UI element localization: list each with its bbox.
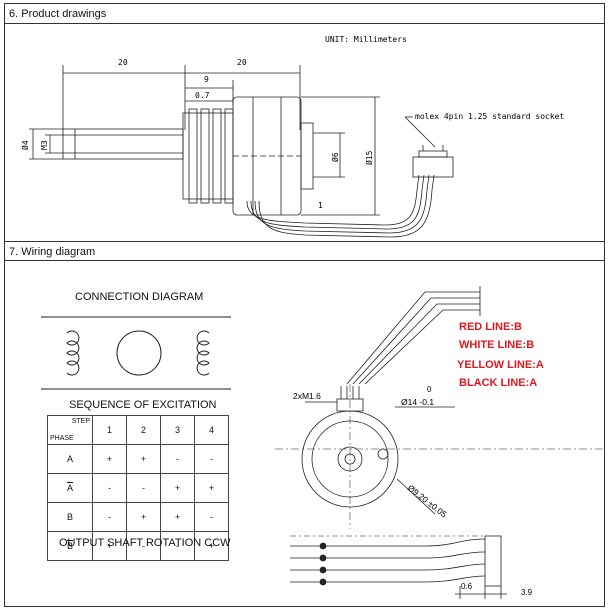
- phase-label: PHASE: [50, 435, 74, 442]
- step-header: 4: [194, 415, 229, 445]
- dim-9: 9: [204, 75, 209, 84]
- excitation-cell: -: [92, 473, 127, 503]
- table-row: B+--+: [47, 531, 229, 561]
- sequence-title: SEQUENCE OF EXCITATION: [69, 399, 217, 411]
- dim-d15: Ø15: [364, 150, 374, 165]
- socket-note: molex 4pin 1.25 standard socket: [415, 112, 564, 121]
- section-title: 7. Wiring diagram: [9, 246, 96, 258]
- phase-cell: B: [47, 502, 93, 532]
- step-label: STEP: [71, 418, 90, 425]
- excitation-cell: +: [126, 502, 161, 532]
- unit-label: UNIT: Millimeters: [325, 35, 407, 44]
- rotation-note: OUTPUT SHAFT ROTATION CCW: [59, 537, 231, 549]
- excitation-cell: +: [160, 473, 195, 503]
- red-line-label: RED LINE:B: [459, 321, 522, 333]
- table-row: A--++: [47, 473, 229, 503]
- section-header-product-drawings: 6. Product drawings: [5, 4, 604, 24]
- step-header: 2: [126, 415, 161, 445]
- excitation-cell: -: [160, 531, 195, 561]
- excitation-cell: -: [160, 444, 195, 474]
- phase-cell: A: [47, 444, 93, 474]
- dim-07: 0.7: [195, 91, 210, 100]
- dim-d920: Ø9.20 ±0.05: [406, 483, 449, 520]
- dim-06: 0.6: [461, 582, 473, 591]
- table-row: B-++-: [47, 502, 229, 532]
- yellow-line-label: YELLOW LINE:A: [457, 359, 544, 371]
- excitation-cell: +: [92, 444, 127, 474]
- phase-cell: A: [47, 473, 93, 503]
- dim-20-left: 20: [118, 58, 128, 67]
- product-drawing: UNIT: Millimeters 20 20 9 0.7 Ø4 M3 Ø6 Ø…: [20, 35, 564, 238]
- excitation-cell: -: [194, 444, 229, 474]
- excitation-cell: +: [194, 531, 229, 561]
- connection-diagram: [41, 316, 231, 390]
- excitation-cell: -: [126, 473, 161, 503]
- dim-m3: M3: [40, 140, 49, 150]
- excitation-cell: -: [126, 531, 161, 561]
- white-line-label: WHITE LINE:B: [459, 339, 535, 351]
- dim-d14: Ø14 -0.1: [401, 397, 434, 407]
- section-header-wiring: 7. Wiring diagram: [5, 241, 604, 261]
- dim-d4: Ø4: [20, 140, 30, 150]
- step-header: 1: [92, 415, 127, 445]
- dim-39: 3.9: [521, 588, 533, 597]
- section-title: 6. Product drawings: [9, 8, 107, 20]
- excitation-cell: +: [92, 531, 127, 561]
- step-header: 3: [160, 415, 195, 445]
- dim-20-right: 20: [237, 58, 247, 67]
- table-row: A++--: [47, 444, 229, 474]
- excitation-cell: -: [92, 502, 127, 532]
- spec-sheet: 6. Product drawings: [4, 3, 605, 607]
- phase-cell: B: [47, 531, 93, 561]
- black-line-label: BLACK LINE:A: [459, 377, 538, 389]
- excitation-cell: +: [194, 473, 229, 503]
- dim-2xm16: 2xM1.6: [293, 391, 321, 401]
- excitation-cell: +: [160, 502, 195, 532]
- connection-title: CONNECTION DIAGRAM: [75, 291, 204, 303]
- excitation-cell: -: [194, 502, 229, 532]
- dim-d14-top: 0: [427, 385, 432, 394]
- table-corner: STEP PHASE: [47, 415, 93, 445]
- dim-1: 1: [318, 201, 323, 210]
- motor-wiring-drawing: 2xM1.6 0 Ø14 -0.1 Ø9.20 ±0.05 0.6 3.9: [275, 286, 605, 599]
- dim-d6: Ø6: [330, 152, 340, 162]
- excitation-cell: +: [126, 444, 161, 474]
